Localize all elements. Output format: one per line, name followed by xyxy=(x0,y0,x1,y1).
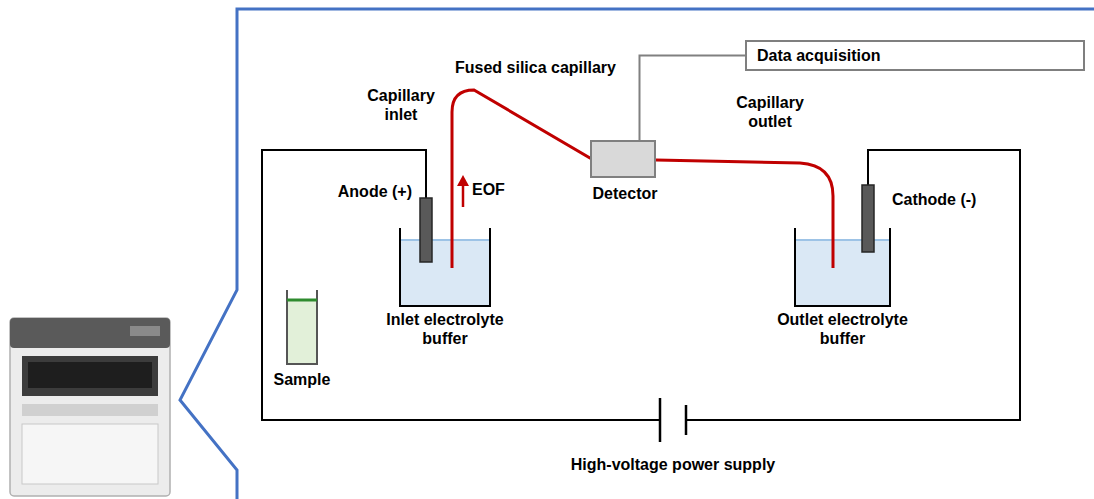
buffer-liquid xyxy=(401,240,489,305)
instrument-picture xyxy=(10,318,170,496)
sample-vial-node: Sample xyxy=(286,290,318,365)
beaker xyxy=(400,228,490,306)
buffer-level xyxy=(796,239,889,241)
cathode-electrode xyxy=(862,185,874,252)
eof-arrow xyxy=(462,184,465,207)
power-plate xyxy=(685,405,688,435)
sample-liquid xyxy=(287,300,317,364)
electrode-label: Anode (+) xyxy=(296,182,412,201)
outlet-buffer-node: Outlet electrolyte buffer xyxy=(795,228,890,306)
signal-line xyxy=(640,56,746,140)
power-plate xyxy=(659,398,662,442)
part-label: Capillary outlet xyxy=(728,93,812,131)
inlet-buffer-node: Inlet electrolyte buffer xyxy=(400,228,490,306)
wire xyxy=(686,150,1020,420)
sample-vial xyxy=(287,290,317,364)
anode-electrode xyxy=(420,198,432,262)
sample-level xyxy=(287,299,317,302)
part-label: Fused silica capillary xyxy=(455,58,616,77)
node-label: Sample xyxy=(258,370,346,389)
beaker xyxy=(795,228,890,306)
node-label: Data acquisition xyxy=(757,46,1073,65)
buffer-liquid xyxy=(796,240,889,305)
detector-box: Detector xyxy=(590,140,656,178)
node-label: Outlet electrolyte buffer xyxy=(765,310,920,348)
node-label: Detector xyxy=(550,184,700,203)
node-label: Inlet electrolyte buffer xyxy=(372,310,518,348)
power-label: High-voltage power supply xyxy=(563,455,783,474)
buffer-level xyxy=(401,239,489,241)
part-label: Capillary inlet xyxy=(355,86,447,124)
eof-arrowhead xyxy=(457,175,469,186)
electrode-label: Cathode (-) xyxy=(892,190,1016,209)
capillary xyxy=(452,90,833,268)
callout-frame xyxy=(180,9,1094,499)
data-acquisition-box: Data acquisition xyxy=(745,40,1085,71)
flow-label: EOF xyxy=(472,180,505,199)
